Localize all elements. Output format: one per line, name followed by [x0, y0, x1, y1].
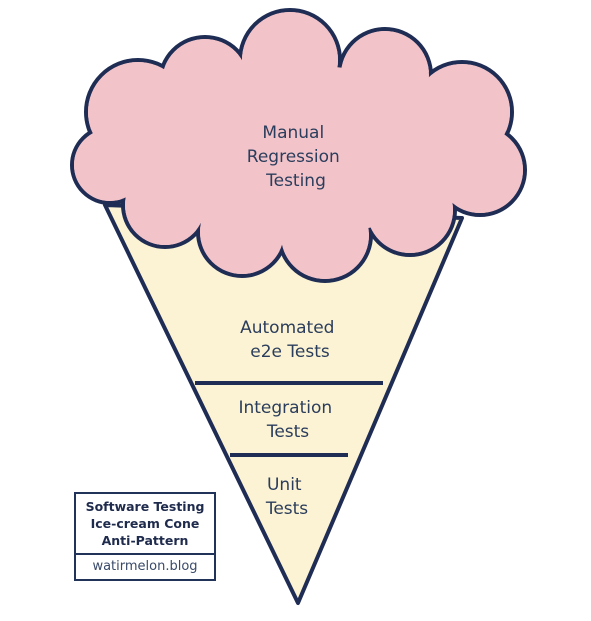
caption-title-line: Software Testing [85, 499, 205, 514]
layer-label-integration: Integration Tests [238, 398, 337, 442]
layer-label-e2e: Automated e2e Tests [240, 318, 340, 362]
layer-label-line: Automated [240, 318, 334, 338]
layer-label-line: Unit [267, 475, 302, 495]
caption-title-line: Ice-cream Cone [90, 516, 200, 531]
caption-title: Software Testing Ice-cream Cone Anti-Pat… [76, 494, 214, 555]
cloud-label-line: Testing [265, 171, 326, 191]
caption-site: watirmelon.blog [92, 559, 198, 574]
layer-label-unit: Unit Tests [265, 475, 308, 519]
cloud-label: Manual Regression Testing [247, 123, 345, 191]
cloud-label-line: Regression [247, 147, 340, 167]
layer-label-line: e2e Tests [250, 342, 330, 362]
caption-title-line: Anti-Pattern [101, 533, 189, 548]
layer-label-line: Tests [266, 422, 309, 442]
cloud-label-line: Manual [262, 123, 324, 143]
layer-label-line: Integration [238, 398, 332, 418]
caption-box: Software Testing Ice-cream Cone Anti-Pat… [74, 492, 216, 581]
layer-label-line: Tests [265, 499, 308, 519]
